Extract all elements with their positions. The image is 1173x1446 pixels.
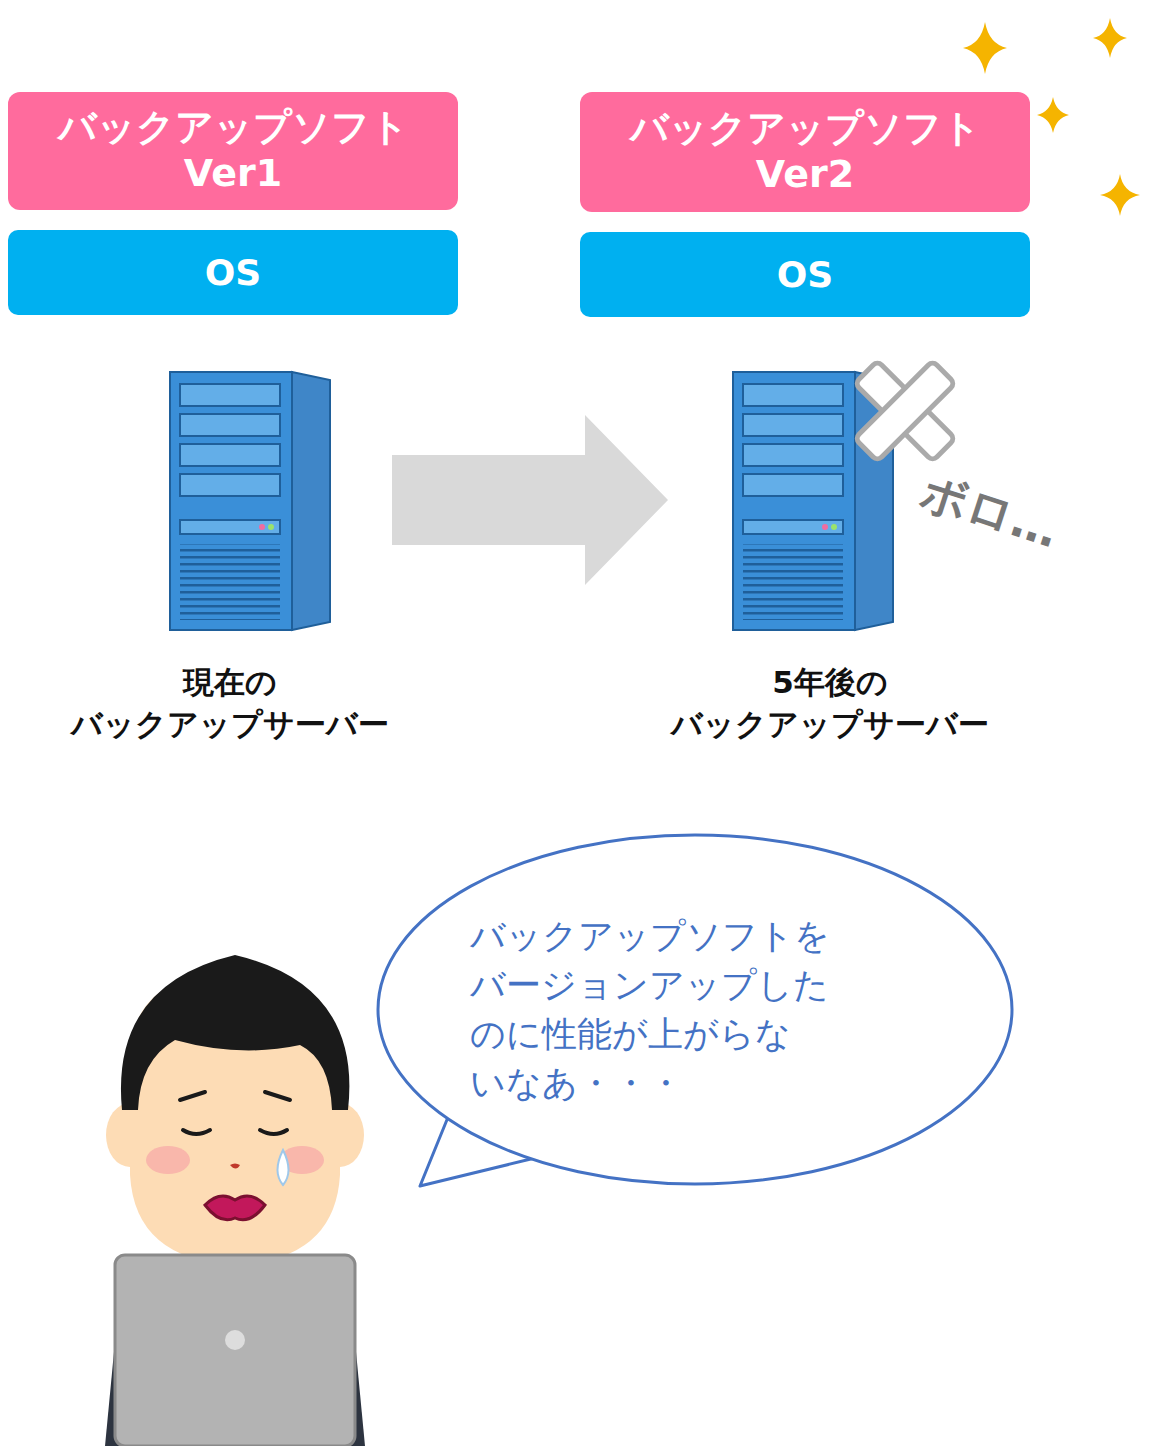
- box-label: バックアップソフト Ver2: [625, 106, 985, 197]
- sparkles-part: [1037, 97, 1069, 133]
- software-box: バックアップソフト Ver2: [580, 92, 1030, 212]
- worried-person-part: [115, 1255, 355, 1446]
- box-label: OS: [625, 253, 985, 296]
- worried-person-part: [230, 1164, 240, 1169]
- worn-note: ボロ…: [885, 451, 1094, 572]
- bubble-ellipse: [378, 835, 1012, 1184]
- bandage-part: [855, 361, 955, 461]
- os-box: OS: [580, 232, 1030, 317]
- worried-person-part: [105, 1245, 365, 1446]
- worried-person-part: [278, 1150, 289, 1185]
- speech-bubble: バックアップソフトを バージョンアップした のに性能が上がらな いなあ・・・: [375, 832, 1015, 1187]
- worried-person-part: [225, 1330, 245, 1350]
- transition-arrow: [392, 415, 668, 585]
- worried-person-part: [183, 1130, 210, 1134]
- speech-text: バックアップソフトを バージョンアップした のに性能が上がらな いなあ・・・: [470, 912, 860, 1108]
- worried-person-part: [205, 1196, 265, 1220]
- server-future-part: [733, 372, 893, 630]
- worried-person-part: [260, 1130, 287, 1134]
- bandage: [855, 361, 955, 461]
- box-label: バックアップソフト Ver1: [53, 105, 413, 196]
- sparkles-part: [1100, 174, 1140, 216]
- server-current-part: [170, 372, 330, 630]
- bandage-part: [855, 361, 955, 461]
- bubble-outline: [375, 832, 1015, 1187]
- worried-person-part: [265, 1092, 290, 1100]
- software-box: バックアップソフト Ver1: [8, 92, 458, 210]
- server-current: [170, 372, 330, 630]
- server-future: [733, 372, 893, 630]
- box-label: OS: [53, 251, 413, 294]
- worried-person-part: [121, 955, 349, 1110]
- worried-person-part: [180, 1092, 205, 1100]
- server-caption: 現在の バックアップサーバー: [50, 662, 410, 746]
- server-caption: 5年後の バックアップサーバー: [650, 662, 1010, 746]
- sparkles-part: [1093, 18, 1127, 58]
- os-box: OS: [8, 230, 458, 315]
- worried-person: [105, 955, 365, 1446]
- sparkles-part: [963, 22, 1007, 74]
- worried-person-part: [146, 1146, 190, 1174]
- transition-arrow-part: [392, 415, 668, 585]
